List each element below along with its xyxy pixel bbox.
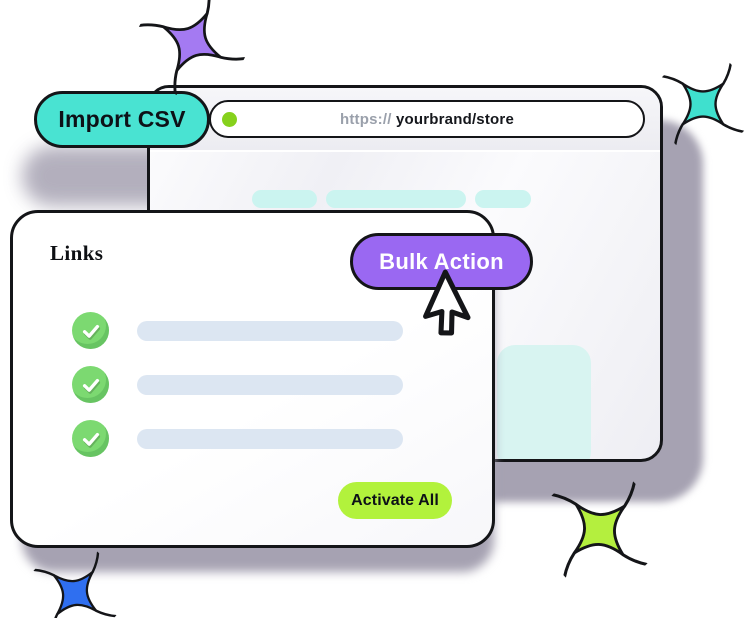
check-circle[interactable] <box>72 420 109 457</box>
url-path: yourbrand/store <box>395 110 514 128</box>
check-circle[interactable] <box>72 366 109 403</box>
nav-placeholder-bar <box>252 190 317 208</box>
url-bar[interactable]: https:// yourbrand/store <box>209 100 645 138</box>
link-placeholder-bar <box>137 320 403 341</box>
link-row[interactable] <box>72 312 403 349</box>
nav-placeholder-bar <box>326 190 466 208</box>
links-list <box>72 312 403 457</box>
sparkle-teal-icon <box>661 62 745 146</box>
activate-all-button[interactable]: Activate All <box>338 482 452 519</box>
check-icon <box>82 324 99 338</box>
nav-placeholder-bars <box>252 190 531 208</box>
link-row[interactable] <box>72 366 403 403</box>
url-text: https:// yourbrand/store <box>340 111 514 128</box>
check-icon <box>82 432 99 446</box>
url-scheme: https:// <box>340 110 396 128</box>
link-placeholder-bar <box>137 374 403 395</box>
check-icon <box>82 378 99 392</box>
url-status-dot <box>222 111 237 127</box>
sparkle-lime-icon <box>551 481 648 578</box>
import-csv-button[interactable]: Import CSV <box>34 91 210 148</box>
sparkle-purple-icon <box>138 0 246 96</box>
cursor-pointer-icon <box>423 269 471 336</box>
link-placeholder-bar <box>137 428 403 449</box>
sparkle-blue-icon <box>33 551 117 618</box>
link-row[interactable] <box>72 420 403 457</box>
content-placeholder-panel <box>497 345 591 459</box>
links-card-title: Links <box>50 241 104 265</box>
check-circle[interactable] <box>72 312 109 349</box>
nav-placeholder-bar <box>475 190 531 208</box>
